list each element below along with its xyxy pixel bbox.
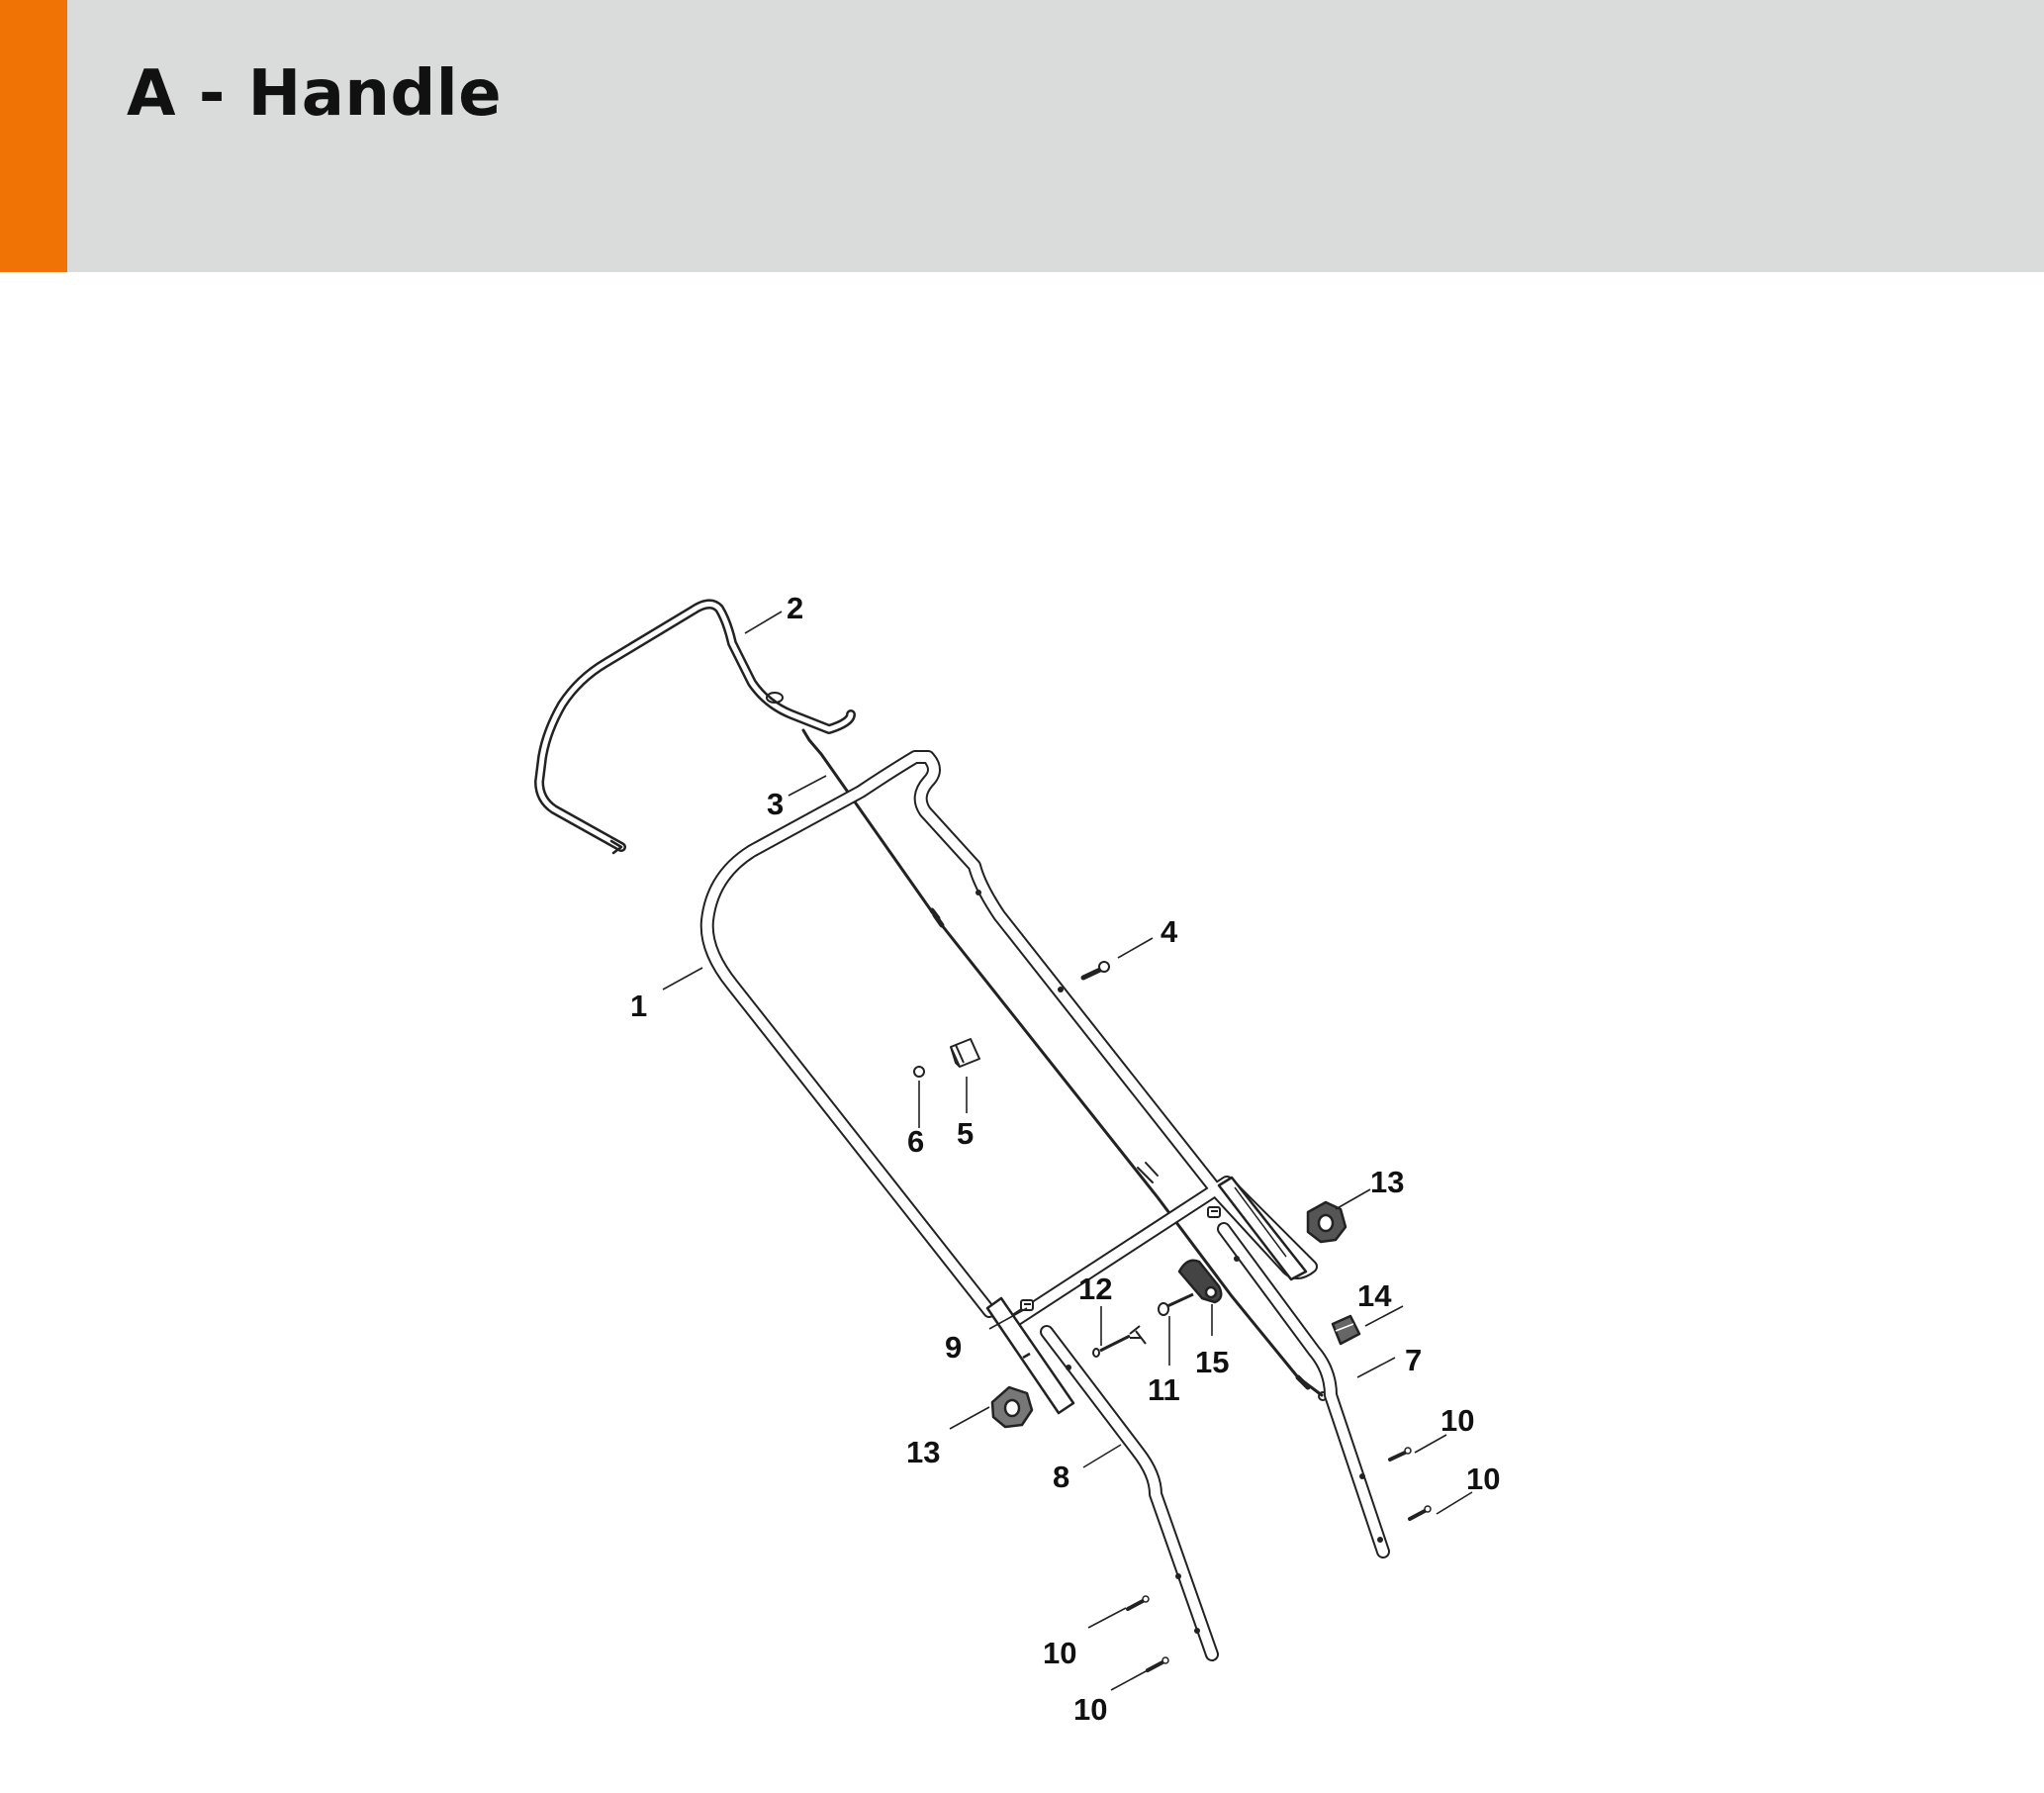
- callout-6: 6: [907, 1124, 924, 1159]
- page-title: A - Handle: [127, 57, 503, 131]
- part-star-knob-13-lower: [990, 1385, 1034, 1429]
- part-screw-4: [1080, 961, 1110, 981]
- part-nut-6: [913, 1066, 925, 1078]
- callout-15: 15: [1195, 1345, 1229, 1379]
- callout-9: 9: [945, 1330, 962, 1365]
- callout-8: 8: [1053, 1460, 1069, 1494]
- callout-labels: 2 3 4 1 5 6 13 12 14 9 15 7 11 10 13 8 1…: [630, 591, 1500, 1727]
- part-nut-9b: [1207, 1206, 1221, 1218]
- callout-13-upper: 13: [1370, 1165, 1404, 1199]
- page-header: A - Handle: [0, 0, 2044, 272]
- leader-lines: [662, 611, 1473, 1691]
- part-lower-handle-left: [1040, 1325, 1219, 1661]
- part-upper-handle: [699, 750, 1318, 1328]
- callout-5: 5: [957, 1116, 974, 1151]
- callout-13-lower: 13: [906, 1435, 940, 1469]
- callout-2: 2: [787, 591, 803, 625]
- callout-1: 1: [630, 989, 647, 1023]
- part-control-bail: [534, 599, 856, 855]
- part-bolt-12: [1092, 1325, 1147, 1358]
- part-bolt-11: [1158, 1292, 1194, 1316]
- part-lever-15: [1177, 1259, 1223, 1304]
- callout-4: 4: [1161, 914, 1178, 949]
- part-clamp-14: [1331, 1314, 1361, 1346]
- part-upper-handle-right-end: [1217, 1176, 1308, 1281]
- part-screw-10-a: [1388, 1447, 1412, 1462]
- accent-bar: [0, 0, 67, 272]
- part-star-knob-13-upper: [1306, 1200, 1347, 1244]
- callout-14: 14: [1357, 1278, 1392, 1313]
- part-bowden-cable: [801, 728, 1328, 1401]
- callout-10-c: 10: [1043, 1636, 1076, 1670]
- part-screw-10-b: [1408, 1505, 1432, 1521]
- part-screw-10-c: [1126, 1595, 1150, 1611]
- part-screw-10-d: [1146, 1656, 1169, 1672]
- callout-7: 7: [1405, 1343, 1422, 1377]
- part-clip-5: [950, 1038, 980, 1068]
- part-upper-handle-left-end: [985, 1296, 1075, 1415]
- part-lower-handle-right: [1217, 1222, 1390, 1558]
- callout-10-b: 10: [1466, 1462, 1500, 1496]
- callout-3: 3: [767, 787, 784, 821]
- callout-12: 12: [1078, 1272, 1112, 1306]
- callout-10-a: 10: [1440, 1403, 1474, 1438]
- callout-11: 11: [1148, 1372, 1180, 1407]
- callout-10-d: 10: [1073, 1692, 1107, 1727]
- part-nut-9: [1020, 1299, 1034, 1311]
